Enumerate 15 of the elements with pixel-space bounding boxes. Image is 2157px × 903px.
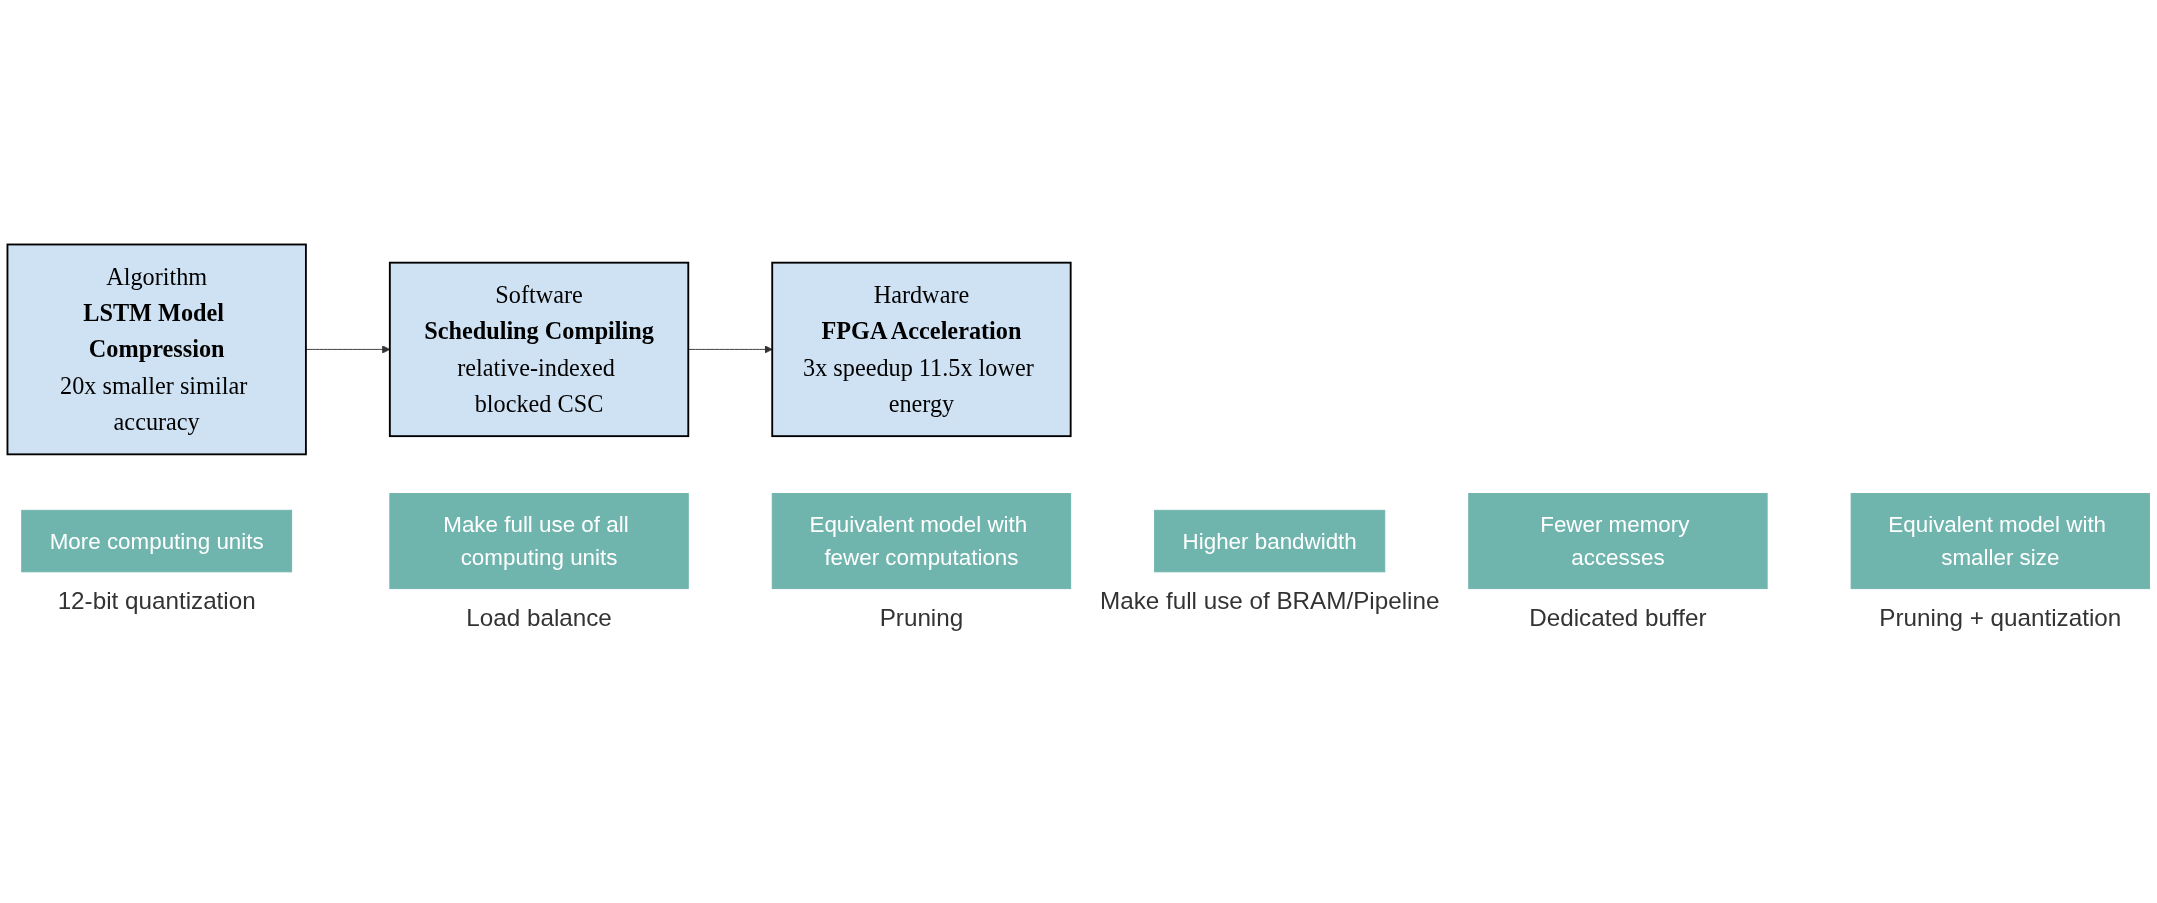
caption-text: Pruning (879, 603, 964, 631)
node-box: Equivalent model with fewer computations (771, 492, 1072, 589)
node-box: Algorithm LSTM Model Compression 20x smaller similar accuracy (6, 243, 307, 455)
node-box: Higher bandwidth (1154, 509, 1386, 572)
node-box: Software Scheduling Compiling relative-indexed blocked CSC (388, 261, 690, 437)
node-box: More computing units (21, 509, 293, 572)
node-box: Make full use of all computing units (389, 492, 689, 589)
caption-text: 12-bit quantization (57, 586, 256, 614)
caption-text: Load balance (466, 603, 612, 631)
node-box: Fewer memory accesses (1468, 492, 1768, 589)
caption-text: Dedicated buffer (1529, 603, 1707, 631)
node-box: Hardware FPGA Acceleration 3x speedup 11.5x lower energy (771, 261, 1072, 437)
caption-text: Pruning + quantization (1879, 603, 2122, 631)
node-box: Equivalent model with smaller size (1850, 492, 2150, 589)
caption-text: Make full use of BRAM/Pipeline (1099, 586, 1440, 614)
